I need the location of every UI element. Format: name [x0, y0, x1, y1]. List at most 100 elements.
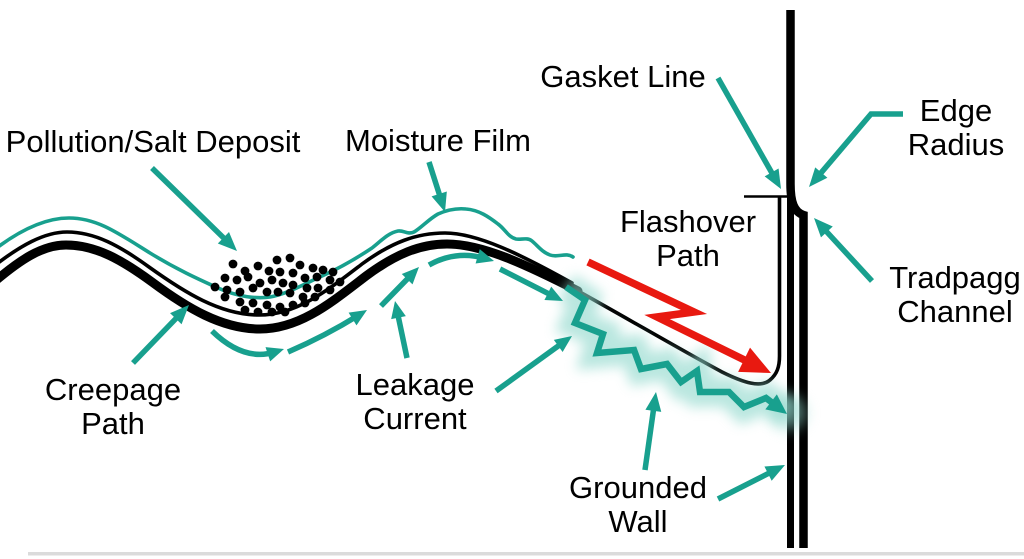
- grounded-wall-arrow-up: [642, 401, 658, 471]
- pollution-dots: [210, 253, 345, 317]
- tracking-zigzag-head: [765, 394, 787, 414]
- edge-radius-arrow-head: [809, 167, 828, 187]
- annotation-layer: [131, 76, 903, 502]
- pollution-dot: [264, 266, 274, 276]
- tracking-line2: Channel: [897, 294, 1013, 329]
- pollution-dot: [240, 305, 250, 315]
- pollution-dot: [262, 300, 272, 310]
- grounded-wall-arrow-right-head: [764, 465, 785, 481]
- leakage-line2: Current: [363, 401, 467, 436]
- leakage-flow-7-head: [553, 336, 572, 353]
- pollution-dot: [235, 287, 245, 297]
- creepage-arrow: [131, 310, 184, 365]
- creepage-line2: Path: [81, 406, 145, 441]
- leakage-flow-1: [210, 329, 276, 358]
- pollution-dot: [335, 277, 345, 287]
- surface-tail-line: [576, 196, 782, 386]
- pollution-dot: [312, 272, 322, 282]
- pollution-dot: [248, 298, 258, 308]
- gasket-label: Gasket Line: [540, 60, 705, 94]
- moisture-arrow-head: [431, 191, 447, 212]
- pollution-dot: [228, 259, 238, 269]
- leakage-label: Leakage Current: [356, 368, 475, 436]
- pollution-dot: [285, 253, 295, 263]
- creepage-line1: Creepage: [44, 372, 182, 407]
- pollution-arrow: [150, 166, 232, 246]
- pollution-dot: [313, 283, 323, 293]
- pollution-dot: [222, 285, 232, 295]
- edge-radius-arrow: [813, 111, 903, 181]
- tracking-zigzag: [564, 284, 781, 411]
- pollution-dot: [288, 280, 298, 290]
- flashover-label: Flashover Path: [620, 205, 756, 273]
- pollution-dot: [288, 300, 298, 310]
- leakage-flow-5-head: [544, 286, 563, 301]
- pollution-dot: [248, 283, 258, 293]
- pollution-dot: [273, 287, 283, 297]
- grounded-line1: Grounded: [569, 470, 707, 505]
- pollution-dot: [275, 267, 285, 277]
- edge-radius-line1: Edge: [919, 93, 993, 128]
- pollution-dot: [300, 273, 310, 283]
- leakage-flow-6-head: [391, 301, 406, 320]
- moisture-film-line: [0, 206, 575, 300]
- pollution-dot: [325, 275, 335, 285]
- grounded-wall-arrow-up-head: [645, 392, 662, 412]
- pollution-dot: [220, 273, 230, 283]
- moisture-label-text: Moisture Film: [344, 123, 532, 158]
- edge-radius-line2: Radius: [907, 127, 1005, 162]
- pollution-dot: [267, 275, 277, 285]
- pollution-dot: [300, 298, 310, 308]
- flashover-line1: Flashover: [619, 204, 757, 239]
- pollution-dot: [253, 307, 263, 317]
- grounded-line2: Wall: [608, 504, 668, 539]
- pollution-dot: [210, 282, 220, 292]
- pollution-dot: [232, 275, 242, 285]
- insulator-surface-thick: [0, 239, 583, 334]
- moisture-label: Moisture Film: [345, 124, 531, 158]
- flashover-bolt: [586, 258, 758, 370]
- pollution-dot: [235, 297, 245, 307]
- leakage-flow-5: [498, 266, 556, 300]
- pollution-dot: [243, 272, 253, 282]
- leakage-flow-3-head: [401, 267, 419, 285]
- leakage-flow-2-head: [348, 310, 367, 326]
- leakage-flow-7: [494, 339, 567, 394]
- tracking-line1: Tradpagg: [889, 260, 1021, 295]
- gasket-arrow-head: [764, 168, 781, 189]
- pollution-dot: [318, 265, 328, 275]
- pollution-dot: [310, 292, 320, 302]
- leakage-flow-1-head: [265, 347, 284, 362]
- gasket-label-text: Gasket Line: [540, 59, 706, 94]
- creepage-label: Creepage Path: [45, 373, 181, 441]
- pollution-dot: [262, 287, 272, 297]
- leakage-line1: Leakage: [355, 367, 475, 402]
- leakage-flow-6: [394, 309, 410, 359]
- pollution-dot: [295, 260, 305, 270]
- pollution-dot: [267, 307, 277, 317]
- pollution-dot: [280, 307, 290, 317]
- flashover-line2: Path: [656, 238, 720, 273]
- pollution-dot: [253, 261, 263, 271]
- grounded-wall-arrow-right: [716, 467, 777, 502]
- pollution-arrow-head: [217, 232, 237, 251]
- flashover-bolt-head: [738, 347, 771, 373]
- tracking-channel-arrow: [819, 223, 875, 283]
- pollution-dot: [220, 292, 230, 302]
- pollution-label-text: Pollution/Salt Deposit: [5, 124, 301, 159]
- tracking-channel-arrow-head: [814, 218, 833, 238]
- pollution-dot: [278, 278, 288, 288]
- gasket-arrow: [715, 76, 779, 182]
- tracking-channel-label: Tradpagg Channel: [889, 261, 1021, 329]
- creepage-arrow-head: [170, 305, 189, 325]
- pollution-dot: [255, 278, 265, 288]
- pollution-dot: [272, 255, 282, 265]
- edge-radius-label: Edge Radius: [908, 94, 1005, 162]
- pollution-dot: [325, 285, 335, 295]
- pollution-dot: [308, 263, 318, 273]
- pollution-label: Pollution/Salt Deposit: [6, 125, 301, 159]
- pollution-dot: [285, 288, 295, 298]
- grounded-wall-label: Grounded Wall: [569, 471, 707, 539]
